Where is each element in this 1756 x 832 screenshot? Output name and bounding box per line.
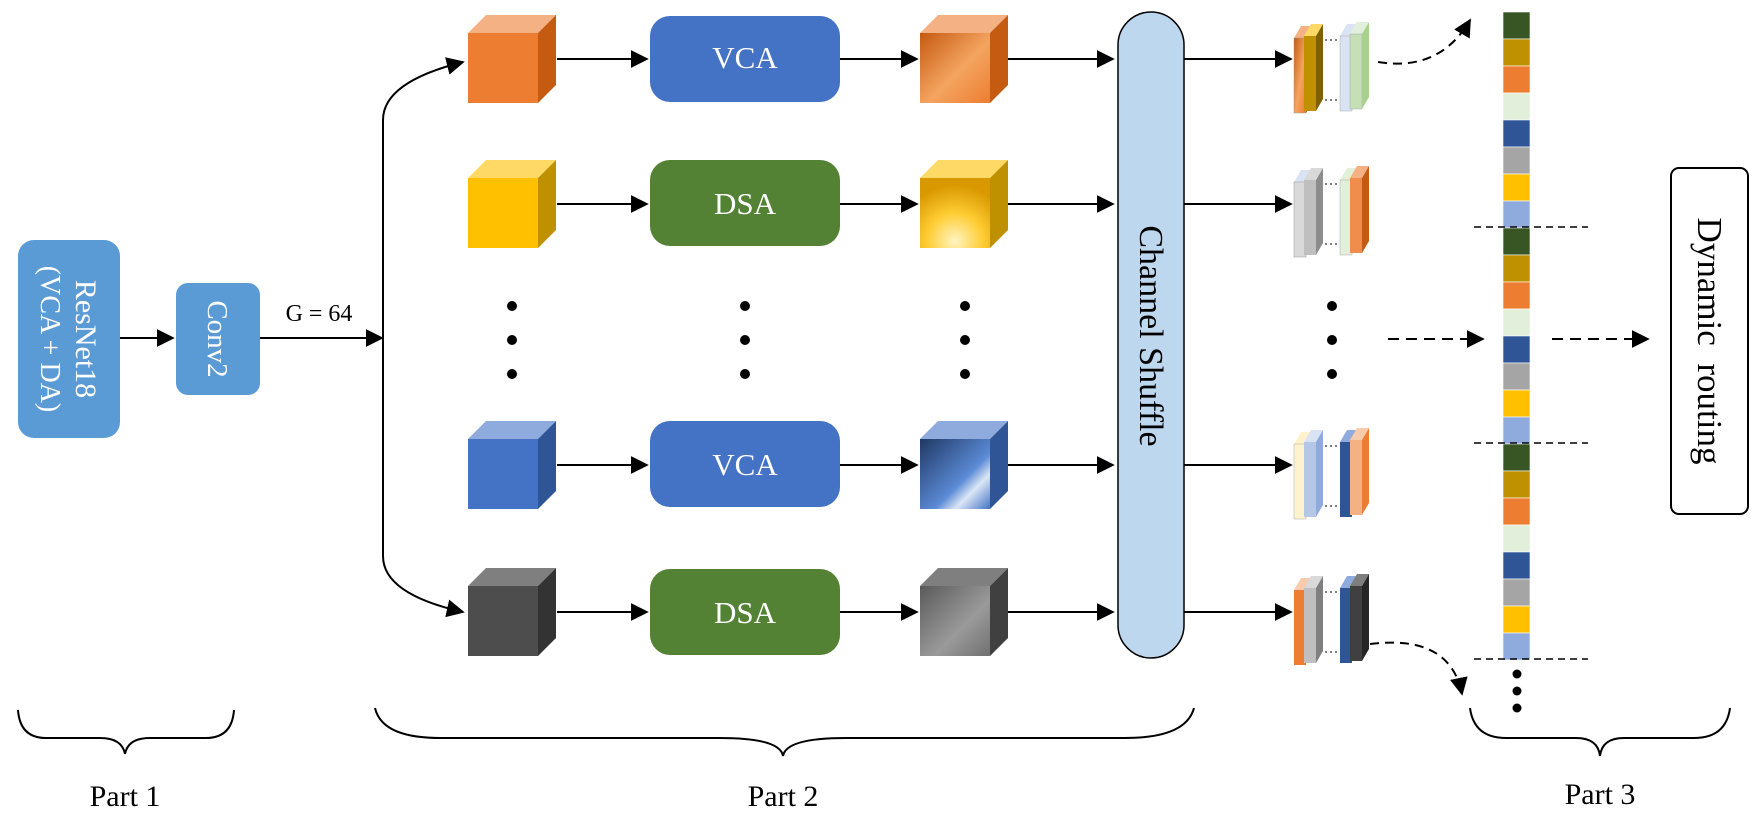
vca-module-2	[650, 421, 840, 507]
dashed-arrow-down	[1369, 641, 1468, 696]
vector-segment	[1502, 632, 1531, 661]
resnet18-sublabel: (VCA + DA)	[34, 266, 65, 412]
dsa-module-2	[650, 569, 840, 655]
fanout-arrow-top	[382, 57, 465, 338]
vector-segment	[1502, 335, 1531, 364]
output-cube-yellow	[920, 160, 1008, 248]
vector-segment	[1502, 11, 1531, 40]
vector-segment	[1502, 524, 1531, 553]
branch-row-4: DSA	[468, 568, 1115, 656]
dsa-module-1	[650, 160, 840, 246]
part1-label: Part 1	[90, 780, 161, 813]
vector-segment	[1502, 578, 1531, 607]
conv2-label: Conv2	[201, 300, 233, 377]
input-cube-yellow	[468, 160, 556, 248]
vector-segment	[1502, 362, 1531, 391]
vector-segment	[1502, 65, 1531, 94]
ellipsis-dots-vector	[1512, 669, 1522, 713]
vector-segment	[1502, 254, 1531, 283]
dynamic-routing-box	[1670, 167, 1749, 515]
dsa-module-2-label: DSA	[714, 595, 777, 630]
resnet18-block: ResNet18 (VCA + DA)	[18, 240, 120, 438]
vca-module-2-label: VCA	[712, 447, 778, 482]
group-count-label: G = 64	[286, 301, 353, 327]
vector-segment	[1502, 92, 1531, 121]
vector-segment	[1502, 227, 1531, 256]
shuffled-slices-row1	[1293, 22, 1369, 114]
resnet18-label: ResNet18	[69, 280, 102, 398]
input-cube-blue	[468, 421, 556, 509]
vector-segment	[1502, 389, 1531, 418]
part3-label: Part 3	[1565, 778, 1636, 811]
conv2-box	[176, 283, 260, 395]
vector-segment	[1502, 470, 1531, 499]
channel-shuffle-box	[1117, 11, 1185, 659]
vector-segment	[1502, 173, 1531, 202]
dynamic-routing-block: Dynamic routing	[1670, 167, 1749, 515]
output-cube-orange	[920, 15, 1008, 103]
vector-segment	[1502, 308, 1531, 337]
vector-segment	[1502, 146, 1531, 175]
branch-row-3: VCA	[468, 421, 1115, 509]
brace-part3	[1469, 707, 1731, 757]
group-separators	[1474, 226, 1588, 660]
vector-segment	[1502, 443, 1531, 472]
shuffled-slices-row2	[1293, 166, 1369, 258]
capsule-vector	[1502, 11, 1531, 661]
branch-row-2: DSA	[468, 160, 1115, 248]
shuffled-slices-row3	[1293, 428, 1369, 520]
output-cube-grey	[920, 568, 1008, 656]
channel-shuffle-label: Channel Shuffle	[1132, 225, 1169, 446]
vector-segment	[1502, 281, 1531, 310]
conv2-block: Conv2	[176, 283, 260, 395]
input-cube-orange	[468, 15, 556, 103]
output-cube-blue	[920, 421, 1008, 509]
dsa-module-1-label: DSA	[714, 186, 777, 221]
brace-part1	[17, 709, 235, 755]
vector-segment	[1502, 605, 1531, 634]
vca-module-1	[650, 16, 840, 102]
brace-part2	[374, 707, 1195, 757]
vector-segment	[1502, 497, 1531, 526]
vector-segment	[1502, 551, 1531, 580]
vca-module-1-label: VCA	[712, 40, 778, 75]
shuffled-slices-row4	[1294, 574, 1369, 665]
vector-segment	[1502, 38, 1531, 67]
branch-row-1: VCA	[468, 15, 1115, 103]
ellipsis-dots-part2	[507, 301, 970, 379]
resnet18-box	[18, 240, 120, 438]
vector-segment	[1502, 200, 1531, 229]
fanout-arrow-bottom	[382, 338, 465, 618]
dashed-arrow-up	[1377, 18, 1471, 65]
ellipsis-dots-slices	[1327, 301, 1337, 379]
vector-segment	[1502, 416, 1531, 445]
dynamic-routing-label: Dynamic routing	[1690, 218, 1729, 465]
channel-shuffle-block: Channel Shuffle	[1117, 11, 1185, 659]
vector-segment	[1502, 119, 1531, 148]
part2-label: Part 2	[748, 780, 819, 813]
input-cube-grey	[468, 568, 556, 656]
